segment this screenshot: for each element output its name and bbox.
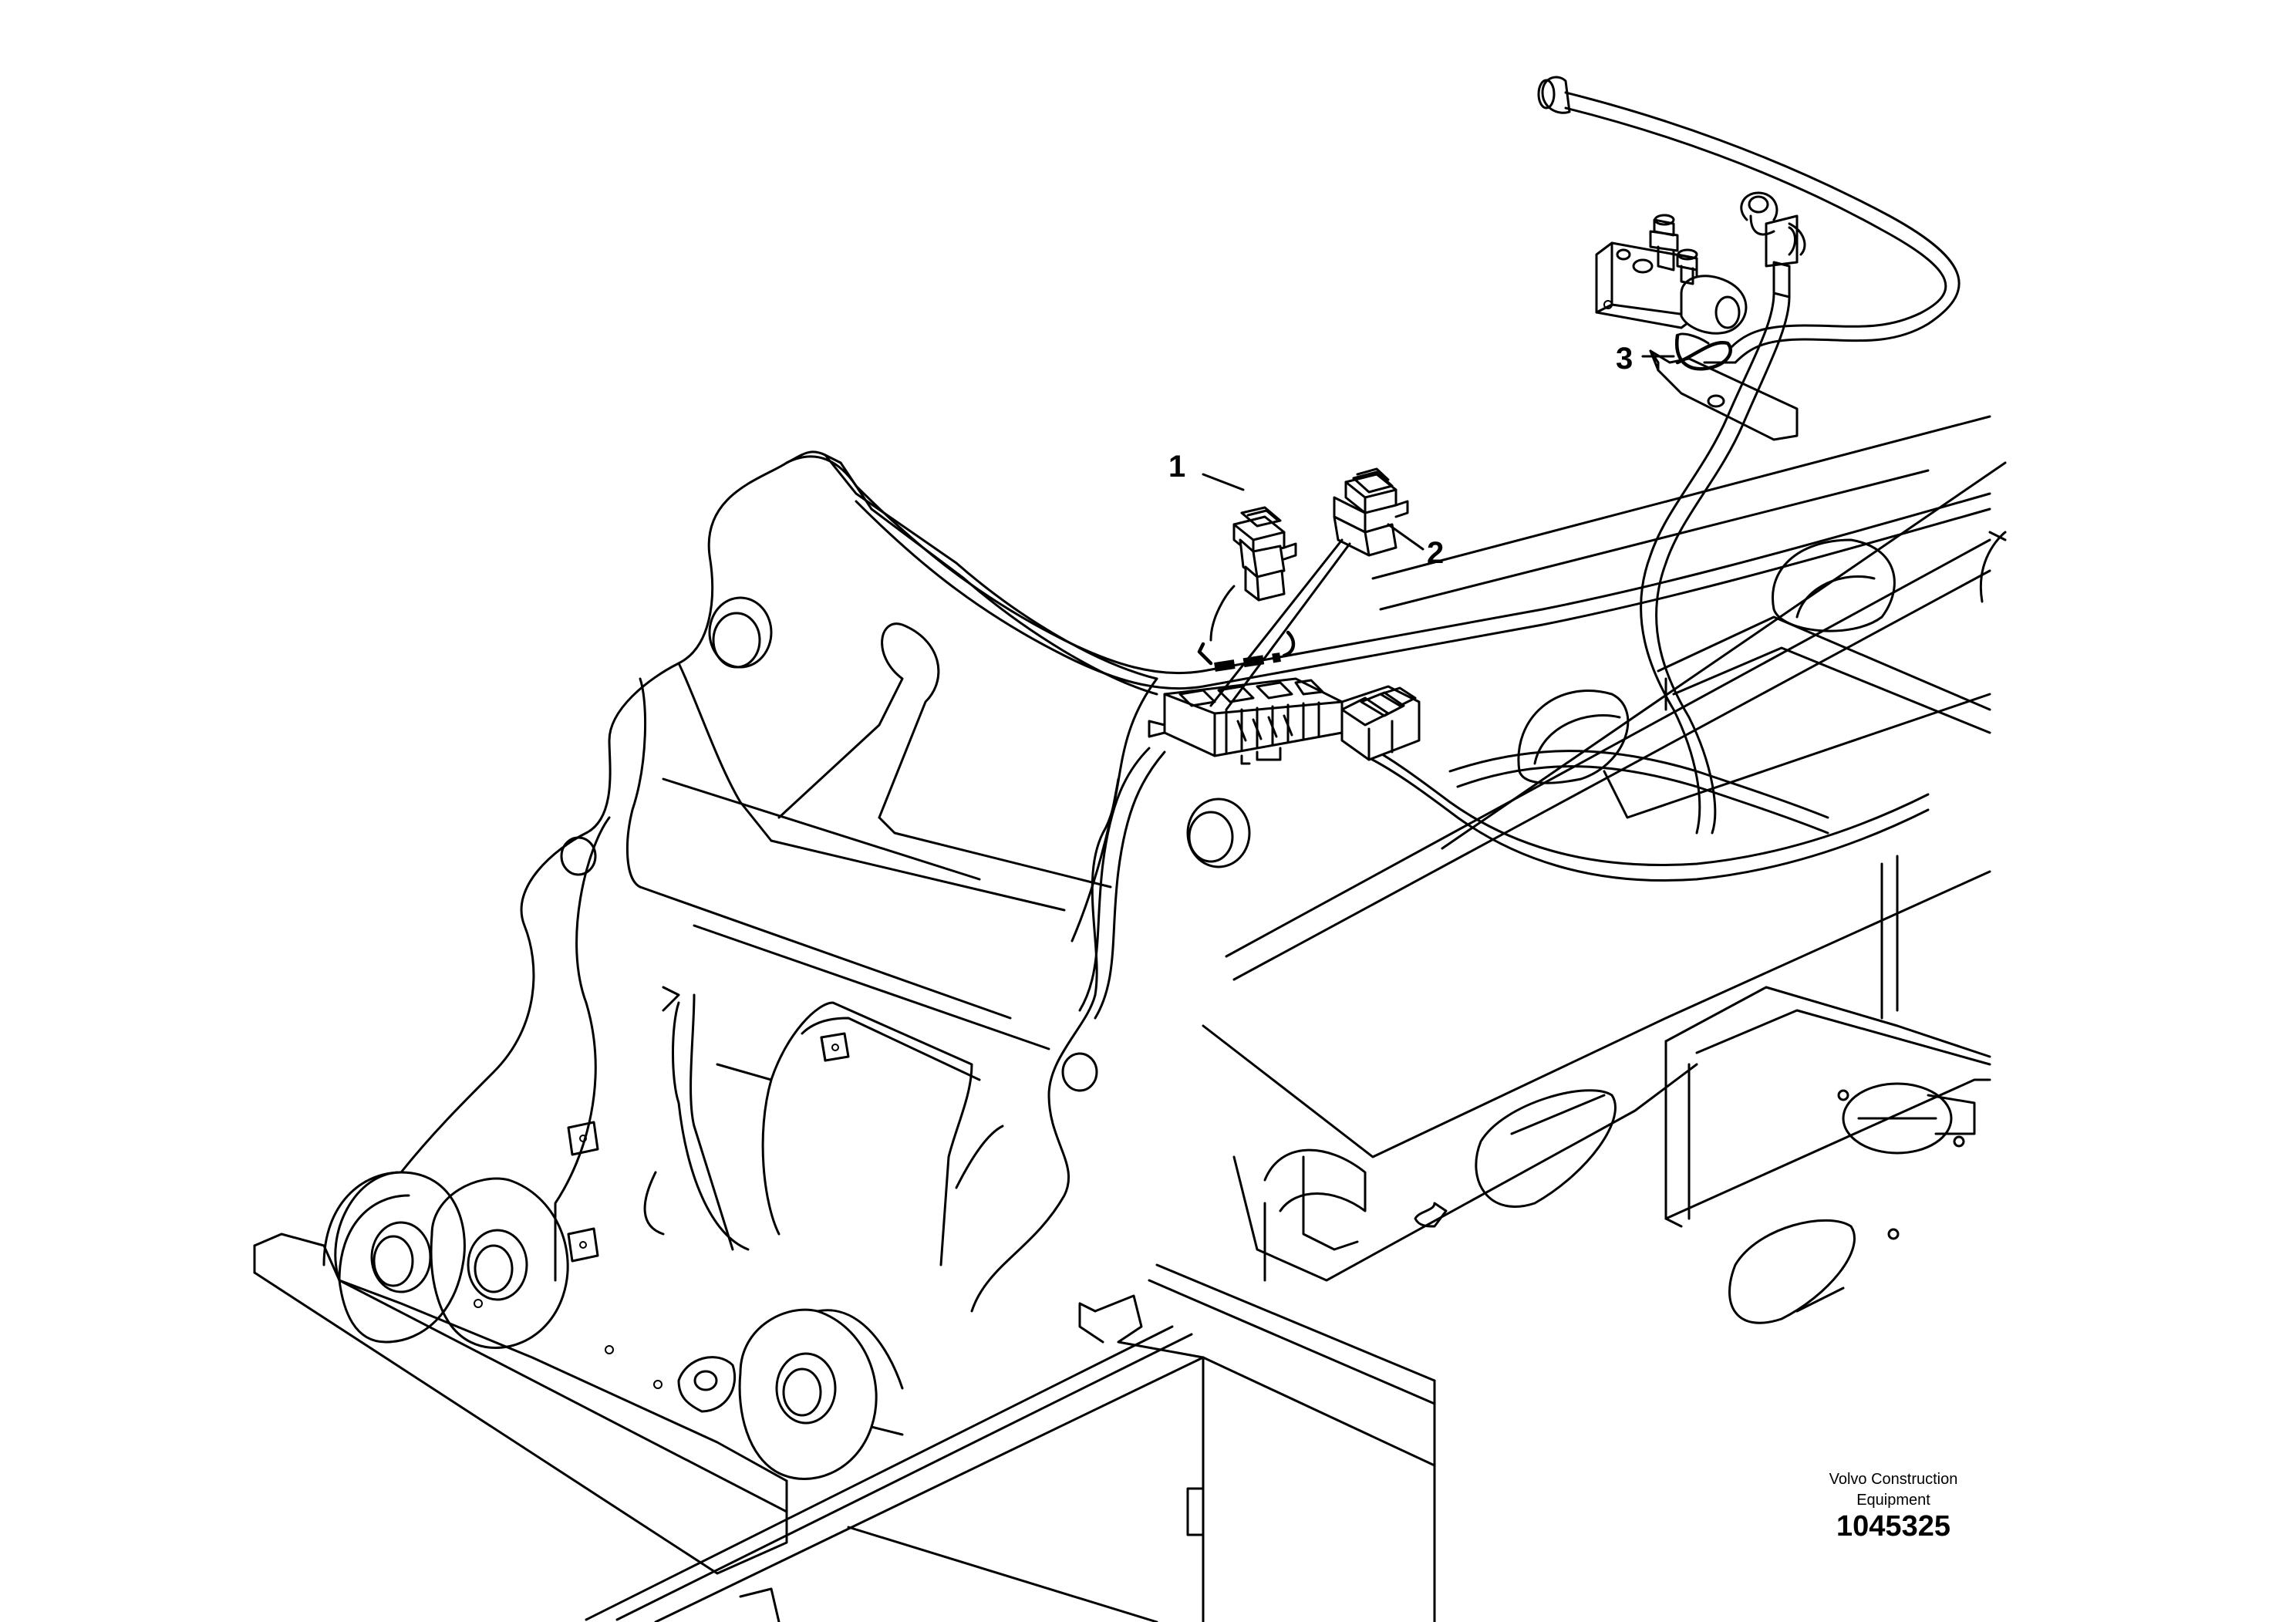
brand-name-line-1: Volvo Construction — [1829, 1471, 1958, 1488]
base-frame — [253, 1233, 1436, 1622]
rocker-switch-1 — [1197, 506, 1297, 672]
pin-lugs — [334, 1171, 904, 1480]
callout-1: 1 — [1168, 450, 1185, 484]
hydraulic-hose — [1537, 76, 1961, 835]
callout-leaders — [1202, 355, 1675, 551]
chassis-frame — [1202, 461, 2007, 1324]
connector-panel — [1148, 677, 1421, 765]
brand-name-line-2: Equipment — [1856, 1492, 1930, 1509]
boom-mount-bracket — [322, 450, 1251, 1313]
callout-2: 2 — [1427, 536, 1444, 570]
solenoid-valve-block — [1595, 191, 1799, 441]
callout-3: 3 — [1616, 342, 1633, 376]
rocker-switch-2 — [1209, 467, 1409, 711]
drawing-number: 1045325 — [1836, 1510, 1950, 1543]
wiring-harness — [855, 484, 1991, 1020]
upper-cross-members — [1371, 415, 2007, 819]
